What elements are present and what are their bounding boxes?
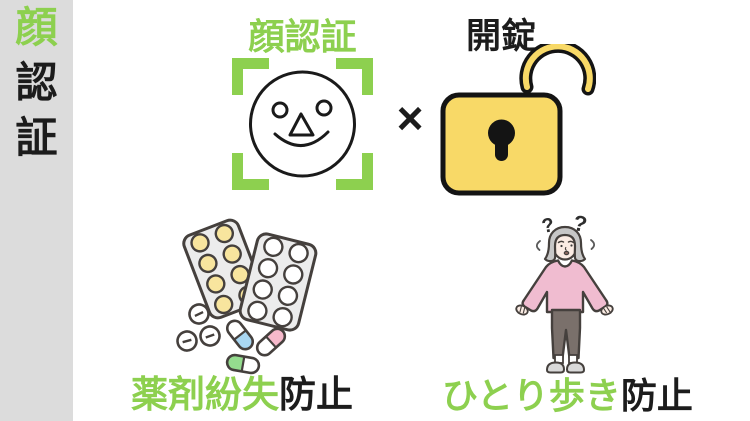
medicine-pills-icon <box>176 218 318 375</box>
capsules <box>225 319 287 375</box>
face-scan-icon <box>232 58 373 190</box>
pills-caption: 薬剤紛失防止 <box>131 374 353 415</box>
round-tablets <box>176 303 221 352</box>
capsule-blue <box>225 319 255 351</box>
smiling-face <box>249 70 356 178</box>
sidebar-char-2: 認 <box>15 59 58 106</box>
capsule-pink <box>255 327 287 357</box>
person-caption-highlight: ひとり歩き <box>442 375 621 416</box>
open-padlock-icon <box>440 44 596 196</box>
scan-corner-brackets <box>232 58 373 190</box>
keyhole <box>488 119 515 161</box>
sidebar-char-1: 顔 <box>15 4 58 51</box>
person-caption-rest: 防止 <box>620 375 693 416</box>
person-facial-features <box>557 240 575 256</box>
pills-caption-highlight: 薬剤紛失 <box>131 374 279 415</box>
face-auth-label: 顔認証 <box>248 16 357 57</box>
person-pants <box>550 308 582 360</box>
multiply-symbol: × <box>396 92 424 144</box>
sidebar-char-3: 証 <box>15 114 58 161</box>
person-hair <box>543 225 587 263</box>
person-caption: ひとり歩き防止 <box>442 377 693 415</box>
blister-pack-yellow <box>182 218 266 320</box>
person-shoes <box>545 361 586 374</box>
sidebar-vertical-title: 顔 認 証 <box>0 0 73 421</box>
pills-caption-rest: 防止 <box>279 374 353 415</box>
capsule-green <box>225 353 261 375</box>
motion-lines <box>535 239 596 251</box>
person-hands <box>515 304 614 316</box>
blister-pack-white <box>238 232 318 332</box>
confused-elderly-person-icon: ? ? <box>515 210 614 374</box>
padlock-shackle <box>522 44 593 92</box>
unlock-label: 開錠 <box>465 17 536 56</box>
person-sweater <box>521 259 609 314</box>
